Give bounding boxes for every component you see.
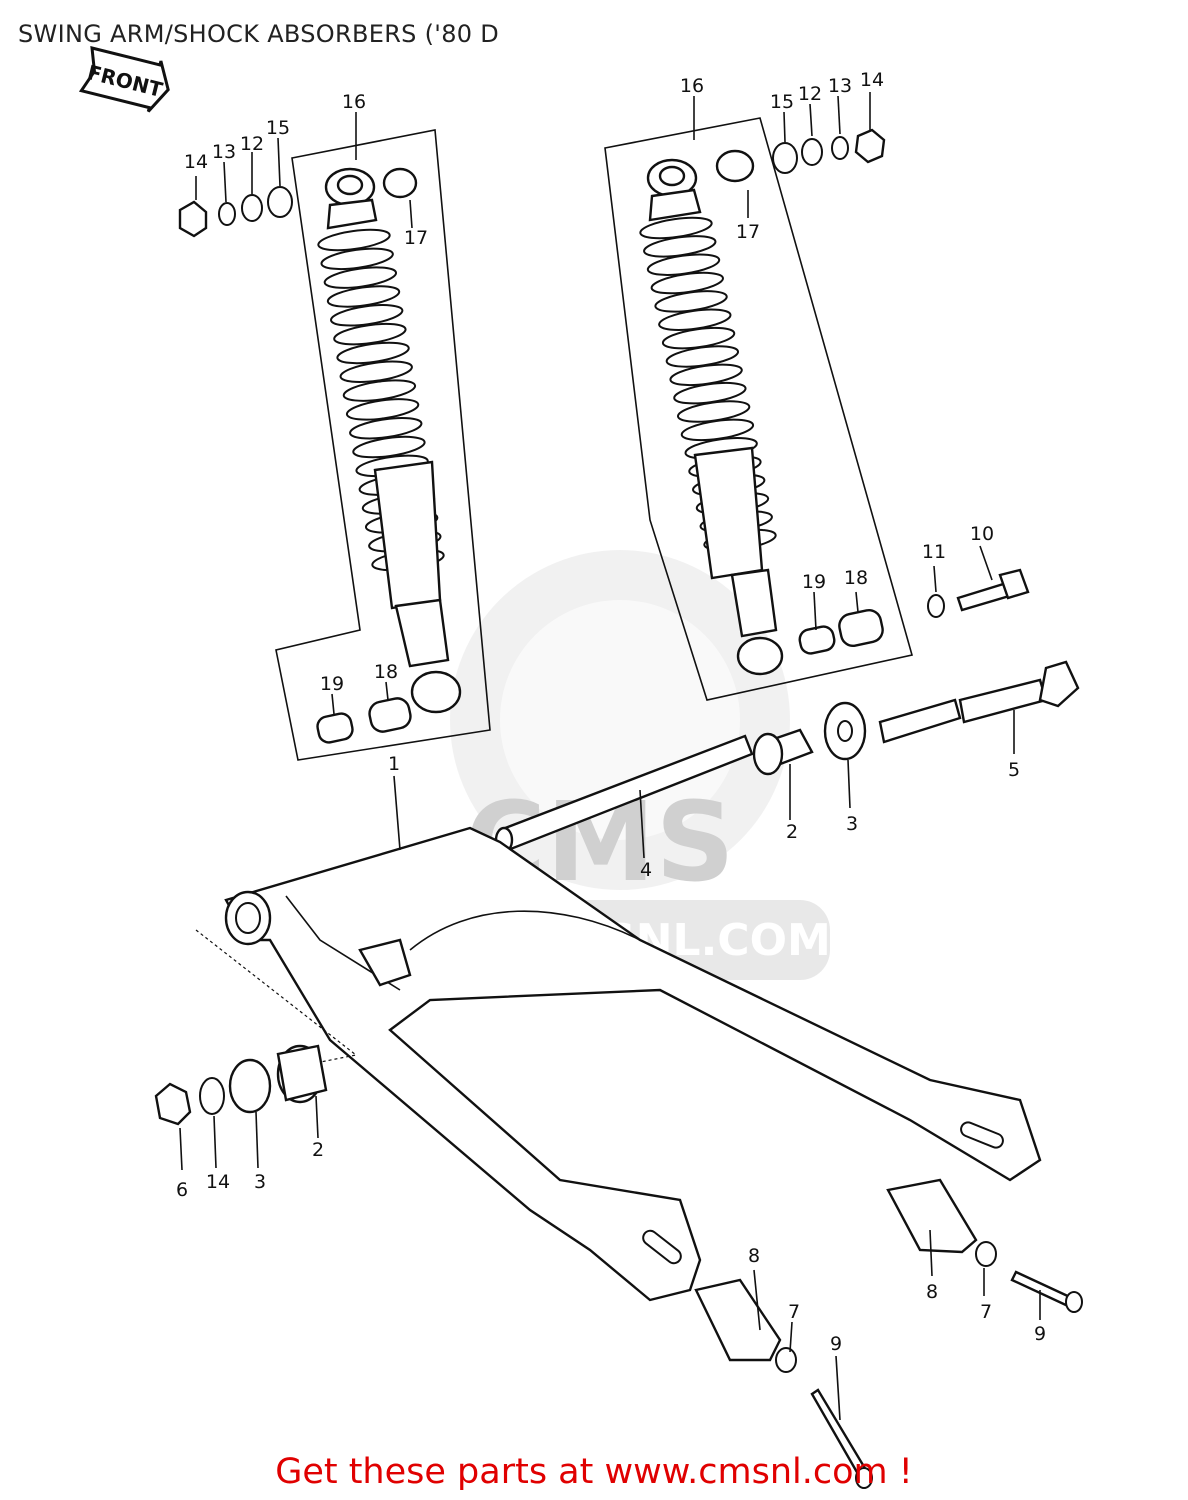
left-bottom-bushings bbox=[316, 697, 412, 744]
spring-coil bbox=[339, 360, 413, 383]
spring-coil bbox=[320, 247, 394, 271]
callout-12-right: 12 bbox=[798, 83, 822, 105]
callout-13-left: 13 bbox=[212, 141, 236, 163]
callout-3-right: 3 bbox=[846, 813, 858, 835]
callout-16-right: 16 bbox=[680, 75, 704, 97]
callout-15-left: 15 bbox=[266, 117, 290, 139]
callout-16-left: 16 bbox=[342, 91, 366, 113]
spring-coil bbox=[330, 304, 404, 327]
pivot-parts bbox=[494, 660, 1080, 854]
spring-coil bbox=[317, 228, 391, 252]
callout-6: 6 bbox=[176, 1179, 188, 1201]
callout-14-right: 14 bbox=[860, 69, 884, 91]
callout-19-left: 19 bbox=[320, 673, 344, 695]
callout-labels: 16 14 13 12 15 17 19 18 16 15 12 13 14 1… bbox=[176, 69, 1046, 1355]
left-shock-frame bbox=[275, 129, 491, 761]
callout-11: 11 bbox=[922, 541, 946, 563]
callout-13-right: 13 bbox=[828, 75, 852, 97]
callout-9-left: 9 bbox=[830, 1333, 842, 1355]
callout-19-right: 19 bbox=[802, 571, 826, 593]
left-pivot-hardware bbox=[154, 1044, 328, 1126]
right-shock-frame bbox=[604, 117, 914, 701]
callout-17-right: 17 bbox=[736, 221, 760, 243]
callout-10: 10 bbox=[970, 523, 994, 545]
front-arrow-tag: FRONT bbox=[78, 46, 170, 113]
leader-lines bbox=[179, 92, 1041, 1421]
right-shock-absorber bbox=[639, 149, 784, 676]
callout-8-right: 8 bbox=[926, 1281, 938, 1303]
callout-17-left: 17 bbox=[404, 227, 428, 249]
callout-3-left: 3 bbox=[254, 1171, 266, 1193]
callout-14-bottom: 14 bbox=[206, 1171, 230, 1193]
left-top-hardware bbox=[178, 186, 293, 238]
callout-2-left: 2 bbox=[312, 1139, 324, 1161]
callout-2-right: 2 bbox=[786, 821, 798, 843]
callout-5: 5 bbox=[1008, 759, 1020, 781]
callout-18-right: 18 bbox=[844, 567, 868, 589]
cta-link-text[interactable]: Get these parts at www.cmsnl.com ! bbox=[275, 1452, 913, 1492]
callout-7-right: 7 bbox=[980, 1301, 992, 1323]
callout-4: 4 bbox=[640, 859, 652, 881]
spring-coil bbox=[345, 398, 420, 421]
callout-12-left: 12 bbox=[240, 133, 264, 155]
callout-14-left: 14 bbox=[184, 151, 208, 173]
callout-15-right: 15 bbox=[770, 91, 794, 113]
callout-9-right: 9 bbox=[1034, 1323, 1046, 1345]
spring-coil bbox=[342, 379, 417, 402]
right-bottom-bushings bbox=[798, 568, 1030, 655]
callout-8-left: 8 bbox=[748, 1245, 760, 1267]
spring-coil bbox=[326, 285, 401, 308]
swing-arm bbox=[224, 826, 1042, 1302]
spring-coil bbox=[336, 341, 410, 365]
left-shock-absorber bbox=[317, 167, 462, 714]
spring-coil bbox=[323, 266, 398, 289]
callout-1: 1 bbox=[388, 753, 400, 775]
spring-coil bbox=[333, 322, 407, 346]
spring-coil bbox=[349, 417, 423, 440]
spring-coil bbox=[352, 435, 426, 459]
callout-18-left: 18 bbox=[374, 661, 398, 683]
right-top-hardware bbox=[772, 128, 886, 174]
chain-adjusters bbox=[694, 1178, 1083, 1489]
diagram-title: SWING ARM/SHOCK ABSORBERS ('80 D bbox=[18, 20, 500, 48]
callout-7-left: 7 bbox=[788, 1301, 800, 1323]
